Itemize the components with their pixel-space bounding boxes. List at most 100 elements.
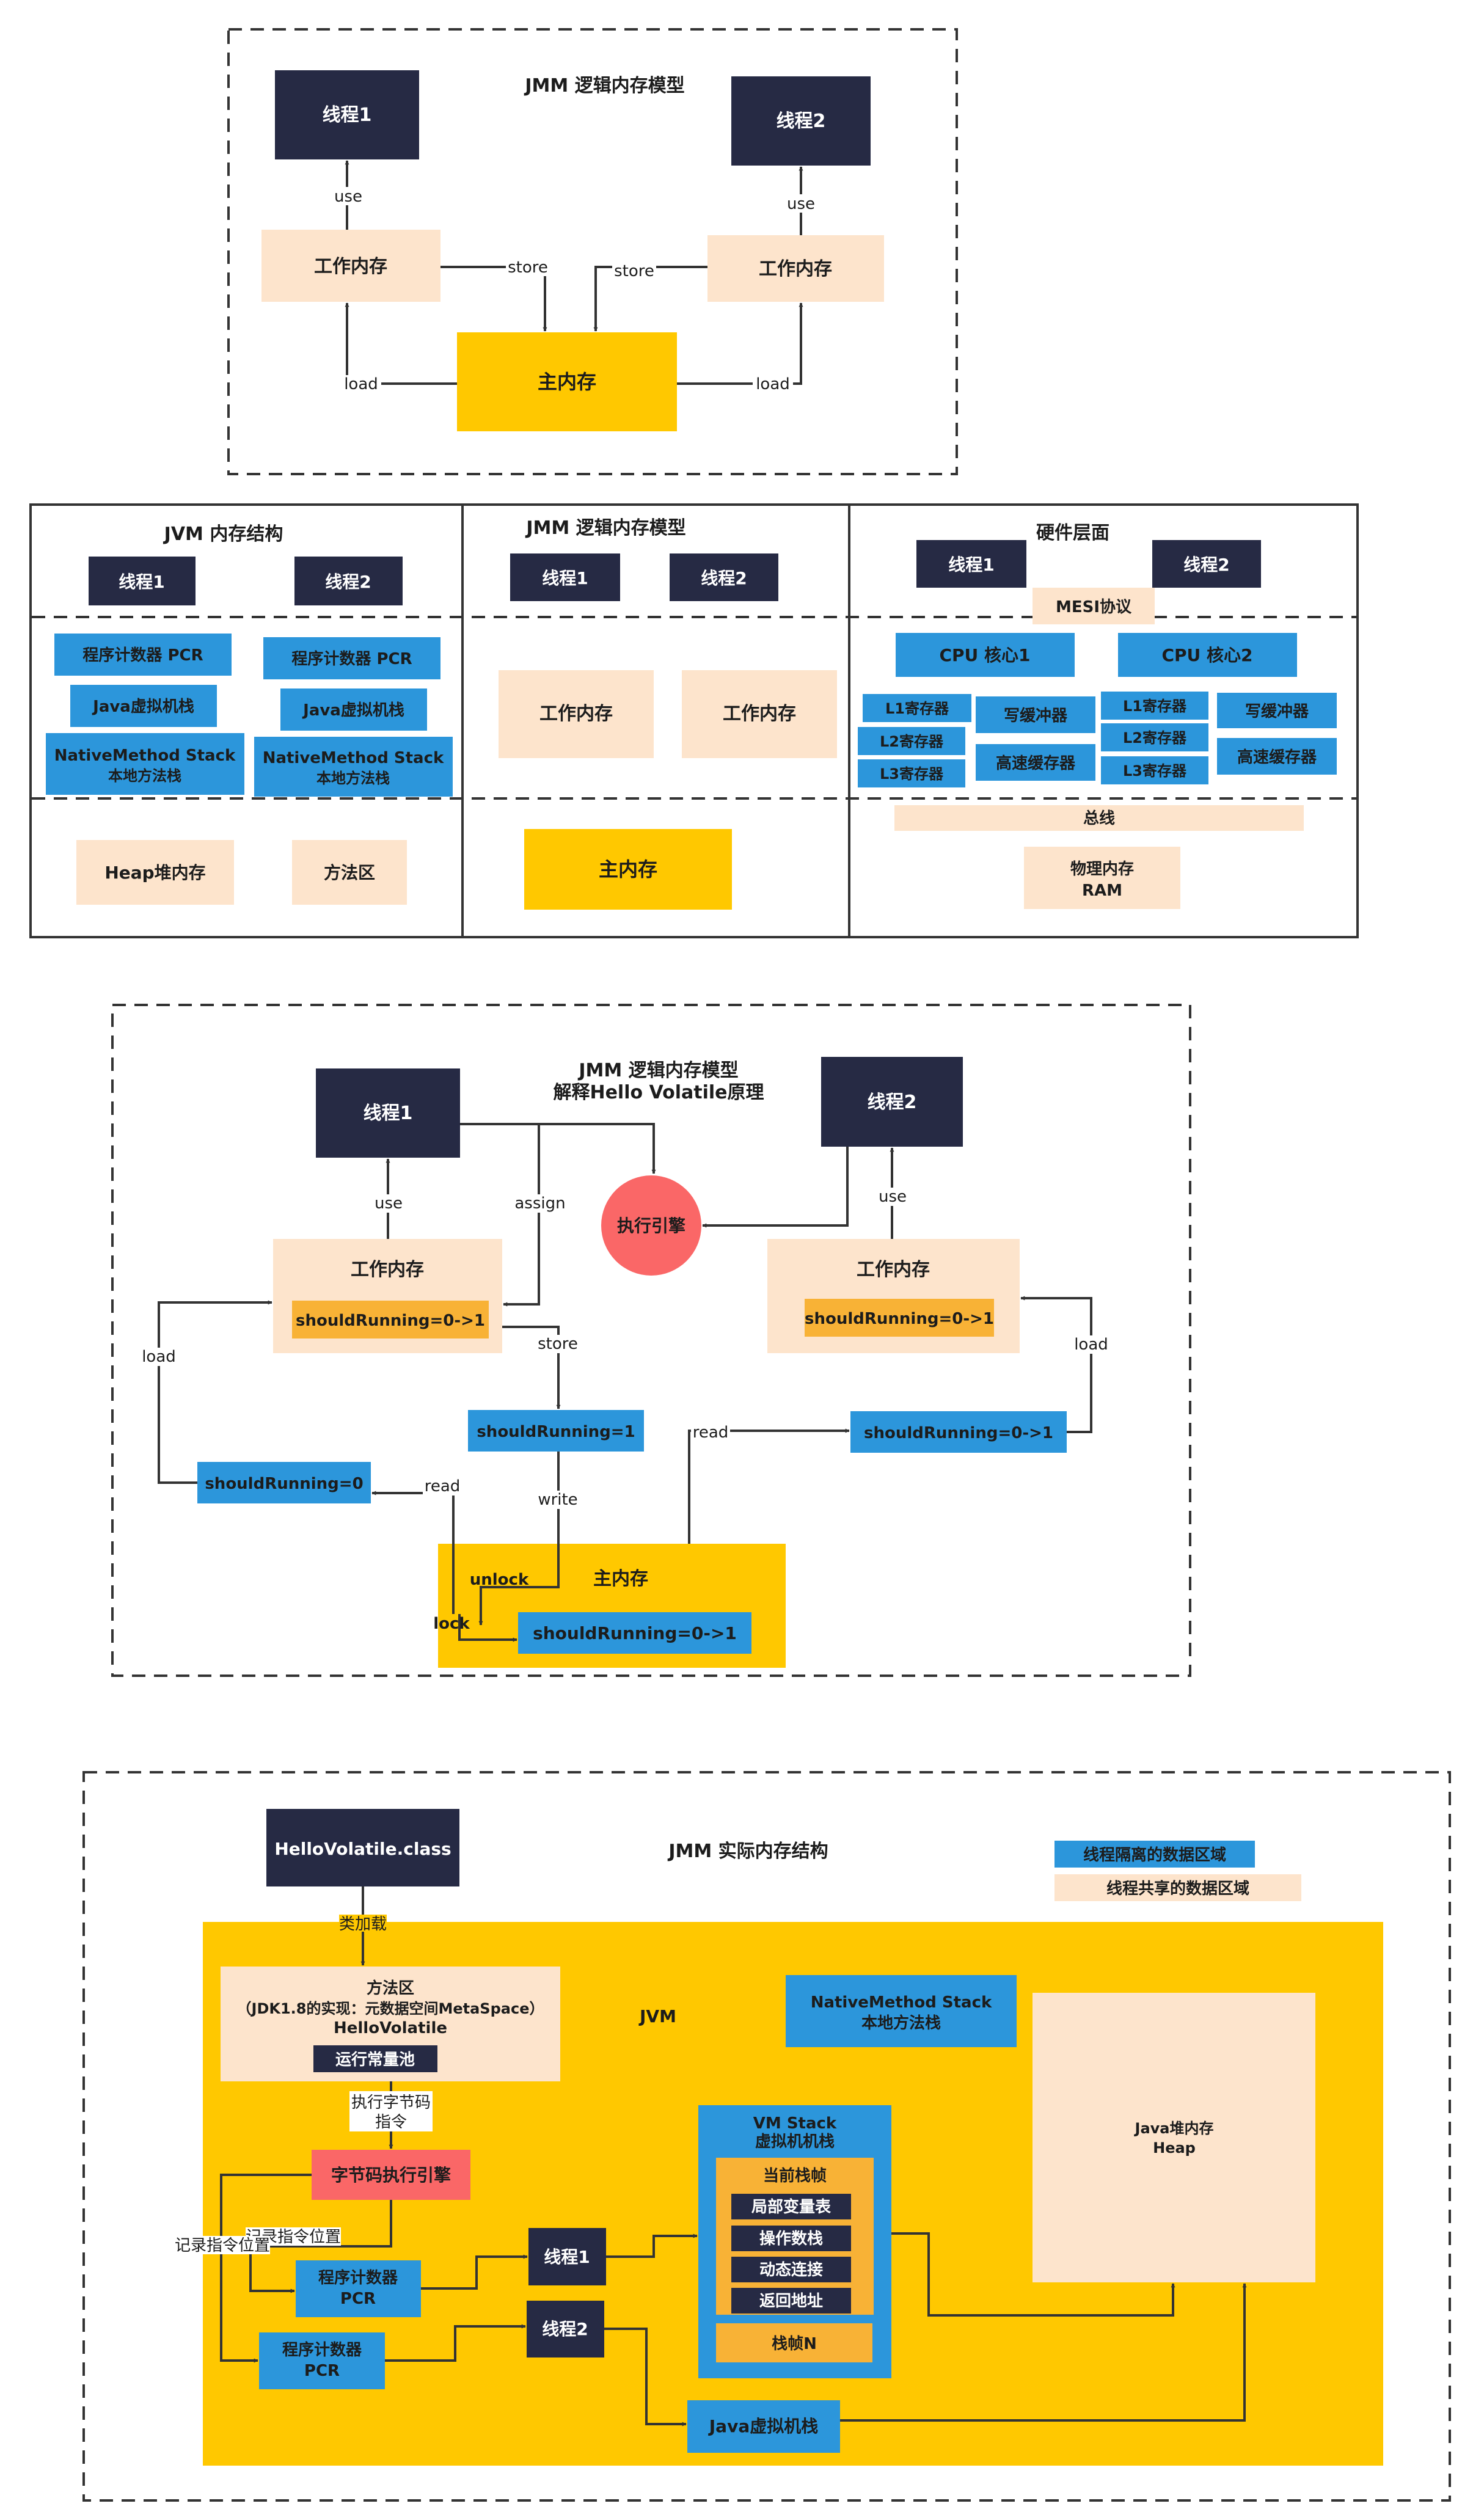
- a-method-area-line1: 方法区: [367, 1979, 414, 1998]
- thread2-label: 线程2: [777, 111, 826, 132]
- jvm-native2-line2: 本地方法栈: [316, 770, 390, 787]
- memory-comparison-table: JVM 内存结构 线程1 线程2 程序计数器 PCR 程序计数器 PCR Jav…: [29, 503, 1359, 938]
- v-thread1-box: [316, 1068, 460, 1158]
- cpu2-write-buffer-label: 写缓冲器: [1245, 702, 1309, 721]
- mesi-label: MESI协议: [1056, 598, 1132, 616]
- pcr2-box: [259, 2332, 385, 2389]
- jmm-logical-model-diagram: JMM 逻辑内存模型 线程1 线程2 工作内存 工作内存 主内存 use use…: [227, 28, 958, 475]
- pcr2-to-thread2-arrow: [385, 2324, 526, 2362]
- diagram4-title: JMM 实际内存结构: [667, 1841, 828, 1862]
- cpu1-l1-box: [863, 694, 971, 722]
- jvm-native2-line1: NativeMethod Stack: [263, 749, 444, 767]
- v-use-label-1: use: [375, 1194, 403, 1213]
- cpu2-write-buffer-box: [1217, 693, 1337, 728]
- thread1-to-engine-arrow: [460, 1123, 656, 1174]
- dynamic-link-box: [731, 2257, 851, 2282]
- bytecode-engine-label: 字节码执行引擎: [331, 2165, 451, 2185]
- diagram4-frame: [82, 1771, 1451, 2502]
- java-heap-box: [1033, 1993, 1315, 2282]
- jmm-model-title: JMM 逻辑内存模型: [525, 517, 685, 539]
- unlock-label: unlock: [470, 1571, 529, 1589]
- work-memory2-box: [707, 235, 884, 302]
- lock-label: lock: [433, 1615, 470, 1633]
- var-shouldrunning-0-label: shouldRunning=0: [205, 1475, 363, 1493]
- cpu1-box: [896, 633, 1075, 677]
- load-label-2: load: [756, 375, 790, 393]
- class-file-box: [266, 1809, 459, 1886]
- heap-label: Heap堆内存: [104, 863, 205, 883]
- work-memory1-label: 工作内存: [314, 256, 387, 277]
- jvm-native2-box: [254, 737, 453, 797]
- java-stack-box: [687, 2400, 840, 2453]
- method-area-label: 方法区: [324, 863, 375, 883]
- v-thread2-box: [821, 1057, 963, 1147]
- operand-stack-label: 操作数栈: [759, 2230, 823, 2248]
- jvm-stack1-box: [70, 685, 217, 727]
- jvm-pcr1-label: 程序计数器 PCR: [82, 646, 203, 665]
- jvm-stack1-label: Java虚拟机栈: [92, 698, 194, 716]
- jvm-pcr2-box: [263, 637, 440, 679]
- local-vars-label: 局部变量表: [751, 2197, 832, 2216]
- jvm-pcr1-box: [54, 634, 232, 676]
- cpu2-l2-label: L2寄存器: [1123, 729, 1187, 747]
- cpu2-l1-label: L1寄存器: [1123, 698, 1187, 715]
- v-main-var-label: shouldRunning=0->1: [533, 1623, 737, 1643]
- bus-label: 总线: [1083, 809, 1115, 828]
- v-work1-var-box: [292, 1301, 489, 1339]
- ram-box: [1024, 847, 1180, 909]
- cpu2-l2-box: [1101, 723, 1208, 751]
- hardware-title: 硬件层面: [1036, 522, 1109, 544]
- v-thread1-label: 线程1: [364, 1103, 413, 1124]
- cpu1-l3-box: [858, 759, 965, 787]
- cpu1-write-buffer-box: [976, 696, 1095, 733]
- jmm-thread2-box: [670, 553, 778, 601]
- v-work1-var-label: shouldRunning=0->1: [296, 1312, 485, 1330]
- cpu1-l2-box: [858, 727, 965, 755]
- a-thread1-label: 线程1: [544, 2247, 590, 2267]
- hw-thread1-box: [916, 540, 1026, 588]
- ram-line1: 物理内存: [1070, 860, 1134, 878]
- a-thread1-box: [528, 2228, 606, 2285]
- bytecode-engine-box: [312, 2150, 470, 2200]
- a-thread2-box: [527, 2301, 604, 2357]
- a-thread2-label: 线程2: [542, 2319, 588, 2339]
- load-arrow-2: [677, 302, 803, 385]
- cpu1-cache-label: 高速缓存器: [996, 754, 1076, 773]
- java-heap-line2: Heap: [1153, 2139, 1196, 2157]
- cpu2-label: CPU 核心2: [1161, 645, 1252, 665]
- read-label-1: read: [425, 1477, 461, 1496]
- diagram3-title-line2: 解释Hello Volatile原理: [553, 1082, 764, 1103]
- work-memory1-box: [261, 230, 440, 302]
- hw-thread2-label: 线程2: [1183, 555, 1229, 575]
- store-arrow-2: [593, 266, 707, 332]
- jvm-native1-box: [46, 733, 244, 795]
- frame-n-box: [716, 2323, 872, 2362]
- lock-arrow: [458, 1614, 517, 1642]
- cpu2-l3-label: L3寄存器: [1123, 762, 1187, 780]
- java-heap-line1: Java堆内存: [1134, 2120, 1214, 2137]
- work-memory2-label: 工作内存: [759, 258, 832, 280]
- bus-box: [894, 805, 1304, 831]
- legend-isolated-swatch: [1054, 1841, 1255, 1868]
- v-use-label-2: use: [879, 1188, 907, 1206]
- class-loading-label: 类加载: [339, 1915, 387, 1934]
- jmm-actual-structure-diagram: JMM 实际内存结构 线程隔离的数据区域 线程共享的数据区域 HelloVola…: [82, 1771, 1451, 2502]
- store-arrow: [502, 1326, 561, 1409]
- diagram3-frame: [111, 1004, 1191, 1677]
- thread2-box: [731, 76, 871, 166]
- use-label-2: use: [787, 195, 815, 213]
- jmm-thread1-box: [510, 553, 620, 601]
- v-work1-label: 工作内存: [351, 1259, 424, 1280]
- cpu2-l3-box: [1101, 756, 1208, 784]
- execution-engine: [601, 1175, 701, 1276]
- current-frame-label: 当前栈帧: [763, 2166, 827, 2185]
- legend-shared-label: 线程共享的数据区域: [1106, 1879, 1249, 1898]
- frame-n-label: 栈帧N: [772, 2335, 817, 2353]
- load-arrow-2: [1020, 1296, 1092, 1433]
- record-position-label-2: 记录指令位置: [175, 2237, 270, 2255]
- hw-thread1-label: 线程1: [948, 555, 994, 575]
- v-work2-label: 工作内存: [857, 1259, 930, 1280]
- class-file-label: HelloVolatile.class: [274, 1839, 451, 1859]
- jvm-thread1-label: 线程1: [119, 572, 164, 592]
- var-read2-box: [850, 1411, 1067, 1453]
